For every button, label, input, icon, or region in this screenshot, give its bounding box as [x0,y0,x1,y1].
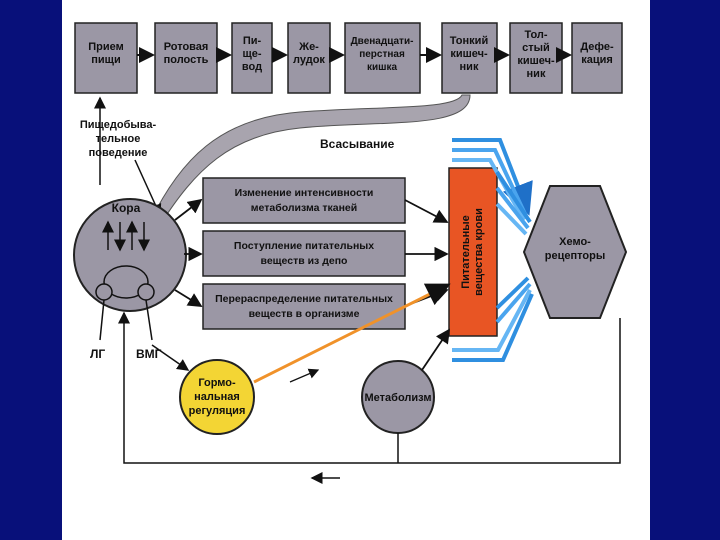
chain-box-defecation [571,22,623,94]
chain-text-3: Же-лудок [293,41,325,66]
hormonal-regulation-circle [179,359,255,435]
blue-flow-top [452,138,533,236]
chain-box-food-intake [74,22,138,94]
blood-nutrients-box [448,167,498,337]
right-border [650,0,720,540]
absorption-label: Всасывание [320,137,395,151]
chemoreceptors-hexagon [522,185,628,319]
chain-box-stomach [287,22,331,94]
middle-box-depot [202,230,406,277]
lg-label: ЛГ [90,347,105,361]
left-border [0,0,62,540]
blood-nutrients-label: Питательныевещества крови [460,208,485,296]
brain: Кора [73,198,187,312]
metabolism-label: Метаболизм [365,392,432,404]
chain-box-duodenum [344,22,421,94]
chain-box-esophagus [231,22,273,94]
middle-box-metabolism-change [202,177,406,224]
chain-text-7: Дефе-кация [580,41,614,66]
chain-box-small-intestine [441,22,498,94]
chain-box-large-intestine [509,22,563,94]
blue-flow-bottom [452,276,534,362]
cortex-label: Кора [112,201,141,215]
vmg-label: ВМГ [136,347,162,361]
chemoreceptors-label: Хемо-рецепторы [545,236,605,262]
chain-box-mouth [154,22,218,94]
chain-text-2: Пи-ще-вод [242,35,262,73]
